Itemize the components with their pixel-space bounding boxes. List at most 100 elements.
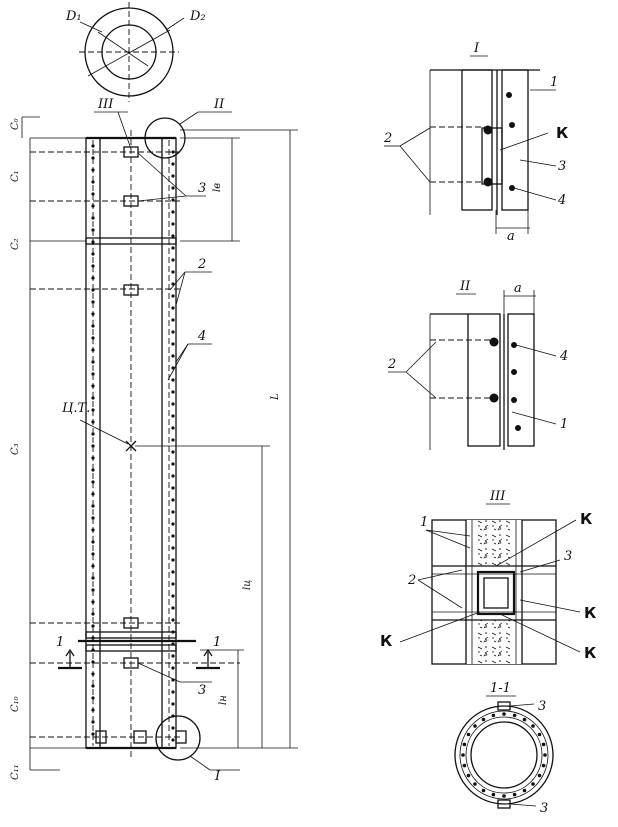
callout-II-label: II (213, 97, 225, 112)
rebar-dot (171, 630, 175, 634)
rebar-dot (91, 300, 95, 304)
detail-I-label-3: 3 (558, 159, 566, 174)
center-of-gravity-icon (125, 440, 137, 452)
detail-III-label-k3: К (380, 632, 393, 650)
rebar-dot (91, 396, 95, 400)
rebar-dot (171, 378, 175, 382)
rebar-dot (171, 594, 175, 598)
rebar-dot (171, 570, 175, 574)
rebar-dot (171, 486, 175, 490)
section-1-1: 1-1 3 3 (454, 681, 554, 816)
detail-II-label-1: 1 (560, 417, 568, 432)
rebar-dot (91, 612, 95, 616)
rebar-dot (171, 246, 175, 250)
rebar-dot (91, 204, 95, 208)
label-3-top: 3 (198, 181, 206, 196)
dim-c1: C₁ (10, 170, 21, 182)
rebar-dot (171, 390, 175, 394)
section-rebar-dot (502, 712, 506, 716)
rebar-dot (171, 294, 175, 298)
section-rebar-dot (473, 724, 477, 728)
rebar-dot (91, 576, 95, 580)
rebar-dot (91, 216, 95, 220)
rebar-dot (91, 312, 95, 316)
section-rebar-dot (537, 773, 542, 778)
section-inner-circle (470, 721, 538, 789)
plan-d2-dimension (87, 29, 171, 77)
detail-III-label-2: 2 (407, 573, 416, 588)
rebar-dot (91, 696, 95, 700)
rebar-dot (91, 468, 95, 472)
rebar-dot (91, 324, 95, 328)
rebar-dot (91, 336, 95, 340)
rebar-dot (171, 654, 175, 658)
rebar-dot (91, 168, 95, 172)
label-2: 2 (197, 257, 206, 272)
section-rebar-dot (466, 732, 471, 737)
rebar-dot (91, 648, 95, 652)
rebar-dot (91, 264, 95, 268)
section-rebar-dot (481, 717, 486, 722)
dim-c11: C₁₁ (10, 764, 21, 780)
rebar-dot (91, 732, 95, 736)
detail-III-title: III (489, 489, 506, 504)
plan-view: D₁ D₂ (65, 2, 206, 102)
rebar-dot (171, 402, 175, 406)
rebar-dot (171, 510, 175, 514)
rebar-dot (91, 456, 95, 460)
rebar-dot (171, 546, 175, 550)
rebar-dot (91, 684, 95, 688)
rebar-dot (171, 222, 175, 226)
rebar-dot (91, 420, 95, 424)
rebar-dot (91, 444, 95, 448)
rebar-dot (171, 618, 175, 622)
rebar-dot (91, 708, 95, 712)
section-rebar-dot (537, 732, 542, 737)
reinforcement-bars (91, 144, 175, 742)
section-rebar-dot (522, 788, 527, 793)
rebar-dot (171, 306, 175, 310)
rebar-dot (91, 372, 95, 376)
callout-I-circle (155, 715, 201, 761)
detail-III-label-3: 3 (564, 549, 572, 564)
rebar-dot (171, 462, 175, 466)
rebar-dot (171, 150, 175, 154)
section-rebar-dot (462, 763, 467, 768)
rebar-dot (91, 156, 95, 160)
rebar-dot (171, 666, 175, 670)
rebar-dot (91, 600, 95, 604)
rebar-dot (91, 492, 95, 496)
rebar-dot (171, 702, 175, 706)
rebar-dot (171, 234, 175, 238)
plan-d1-label: D₁ (65, 9, 82, 24)
detail-II-dim-a: a (514, 281, 522, 296)
rebar-dot (171, 330, 175, 334)
dim-c0: C₀ (10, 118, 21, 130)
rebar-dot (171, 690, 175, 694)
rebar-dot (171, 426, 175, 430)
detail-I-label-1: 1 (550, 75, 558, 90)
rebar-dot (91, 552, 95, 556)
dim-c3: C₃ (10, 443, 21, 455)
rebar-dot (171, 582, 175, 586)
section-rebar-dot (502, 794, 506, 798)
rebar-dot (171, 738, 175, 742)
joint-band-bottom (85, 644, 177, 652)
detail-I-label-4: 4 (557, 193, 566, 208)
rebar-dot (91, 504, 95, 508)
center-of-gravity-label: Ц.Т. (62, 401, 90, 416)
rebar-dot (91, 432, 95, 436)
rebar-dot (171, 186, 175, 190)
rebar-dot (91, 408, 95, 412)
detail-I: I a 1 2 К 3 4 (383, 41, 569, 244)
section-rebar-dot (466, 773, 471, 778)
rebar-dot (171, 438, 175, 442)
rebar-dot (171, 210, 175, 214)
rebar-dot (91, 636, 95, 640)
plan-d1-dimension (97, 31, 149, 67)
rebar-dot (91, 144, 95, 148)
rebar-dot (91, 384, 95, 388)
rebar-dot (171, 342, 175, 346)
rebar-dot (171, 414, 175, 418)
section-label-3-bottom: 3 (540, 801, 548, 816)
